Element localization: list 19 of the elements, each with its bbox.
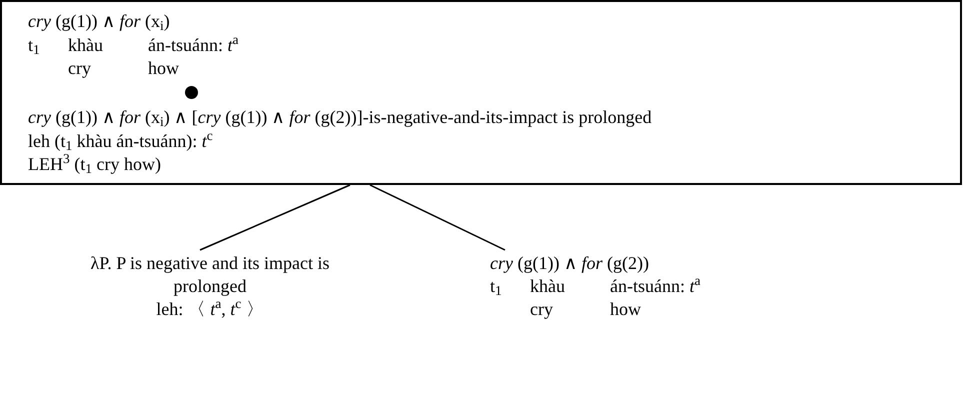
tree-branch-line — [370, 184, 506, 251]
formula-text: cry (g(1)) ∧ for (g(2)) — [490, 252, 649, 275]
formula-text: án-tsuánn: t$^{a}$ — [610, 275, 700, 298]
formula-text: khàu — [530, 275, 565, 298]
formula-text: cry — [530, 298, 553, 321]
formula-text: án-tsuánn: t$^{a}$ — [148, 34, 238, 57]
formula-text: leh: 〈 t$^{a}$, t$^{c}$ 〉 — [156, 298, 264, 321]
formula-text: khàu — [68, 34, 103, 57]
formula-text: cry (g(1)) ∧ for (x$_{i}$) — [28, 10, 170, 33]
tree-branch-line — [200, 184, 350, 251]
formula-text: cry — [68, 57, 91, 80]
formula-text: t$_{1}$ — [490, 275, 502, 298]
formula-text: t$_{1}$ — [28, 34, 40, 57]
formula-text: cry (g(1)) ∧ for (x$_{i}$) ∧ [cry (g(1)) ∧ for (g(2))]-is-negative-and-its-impact is prolonged — [28, 106, 652, 129]
formula-text: how — [610, 298, 641, 321]
formula-text: how — [148, 57, 179, 80]
formula-text: LEH$^{3}$ (t$_{1}$ cry how) — [28, 153, 161, 176]
formula-text: leh (t$_{1}$ khàu án-tsuánn): t$^{c}$ — [28, 130, 213, 153]
text-box — [0, 0, 962, 185]
